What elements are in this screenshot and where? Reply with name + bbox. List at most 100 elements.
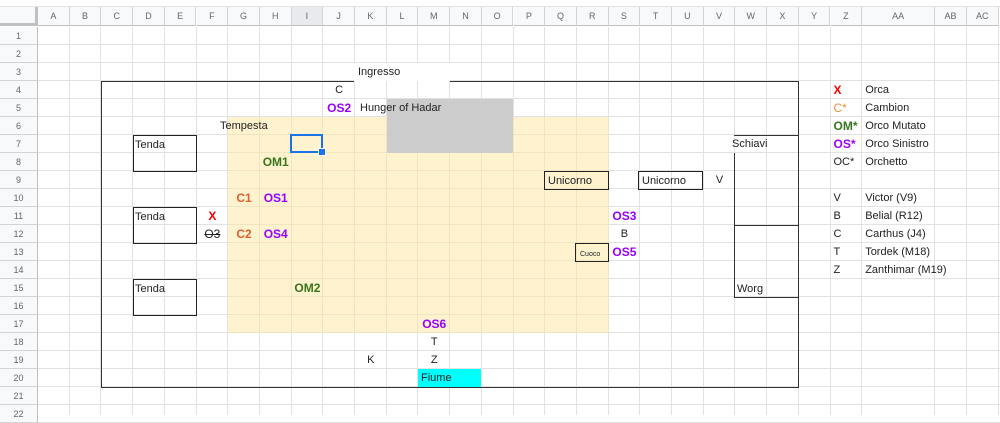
- legend-symbol: V: [833, 192, 841, 204]
- room-wall-bottom: [101, 387, 799, 388]
- legend-symbol: B: [833, 210, 841, 222]
- gridline: [997, 27, 999, 415]
- gridline: [766, 27, 768, 415]
- row-header-16[interactable]: 16: [0, 297, 38, 315]
- column-header-c[interactable]: C: [101, 7, 134, 26]
- token-os6: OS6: [422, 317, 447, 331]
- row-header-17[interactable]: 17: [0, 315, 38, 333]
- select-all-corner[interactable]: [0, 7, 38, 26]
- row-header-22[interactable]: 22: [0, 405, 38, 423]
- row-header-2[interactable]: 2: [0, 45, 38, 63]
- column-header-z[interactable]: Z: [830, 7, 863, 26]
- cook-box: Cuoco: [575, 243, 609, 262]
- row-header-4[interactable]: 4: [0, 81, 38, 99]
- column-header-h[interactable]: H: [259, 7, 292, 26]
- row-header-9[interactable]: 9: [0, 171, 38, 189]
- column-header-y[interactable]: Y: [798, 7, 831, 26]
- column-header-r[interactable]: R: [576, 7, 609, 26]
- row-header-21[interactable]: 21: [0, 387, 38, 405]
- token-os3: OS3: [612, 209, 637, 223]
- fill-handle[interactable]: [318, 148, 326, 156]
- token-k: K: [367, 354, 375, 366]
- token-x: X: [208, 209, 217, 223]
- token-om2: OM2: [294, 281, 321, 295]
- row-header-20[interactable]: 20: [0, 369, 38, 387]
- gridline: [163, 27, 165, 415]
- row-header-7[interactable]: 7: [0, 135, 38, 153]
- gridline: [38, 116, 1000, 117]
- column-header-ac[interactable]: AC: [966, 7, 999, 26]
- column-header-k[interactable]: K: [355, 7, 387, 26]
- legend-name: Zanthimar (M19): [865, 264, 947, 276]
- row-header-1[interactable]: 1: [0, 27, 38, 45]
- column-header-g[interactable]: G: [228, 7, 260, 26]
- row-header-11[interactable]: 11: [0, 207, 38, 225]
- token-o3: O3: [204, 227, 221, 241]
- token-os2: OS2: [327, 101, 352, 115]
- column-header-q[interactable]: Q: [545, 7, 577, 26]
- column-header-w[interactable]: W: [735, 7, 768, 26]
- column-header-s[interactable]: S: [608, 7, 641, 26]
- gridline: [227, 27, 229, 415]
- gridline: [38, 404, 1000, 405]
- column-header-b[interactable]: B: [69, 7, 102, 26]
- worg-label: Worg: [737, 283, 764, 295]
- column-header-u[interactable]: U: [672, 7, 704, 26]
- column-header-p[interactable]: P: [513, 7, 546, 26]
- room-wall-top-right: [450, 81, 798, 82]
- column-header-x[interactable]: X: [767, 7, 799, 26]
- row-header-5[interactable]: 5: [0, 99, 38, 117]
- token-c2: C2: [236, 227, 252, 241]
- row-header-3[interactable]: 3: [0, 63, 38, 81]
- row-header-10[interactable]: 10: [0, 189, 38, 207]
- gridline: [68, 27, 70, 415]
- tent-2: Tenda: [133, 207, 197, 244]
- column-header-e[interactable]: E: [164, 7, 197, 26]
- column-header-i[interactable]: I: [291, 7, 324, 26]
- column-header-f[interactable]: F: [196, 7, 229, 26]
- tent-3: Tenda: [133, 279, 197, 316]
- row-header-15[interactable]: 15: [0, 279, 38, 297]
- column-header-o[interactable]: O: [481, 7, 514, 26]
- column-header-a[interactable]: A: [38, 7, 70, 26]
- legend-name: Cambion: [865, 102, 910, 114]
- column-header-n[interactable]: N: [450, 7, 482, 26]
- unicorn-label: Unicorno: [642, 175, 687, 187]
- cook-label: Cuoco: [580, 251, 601, 258]
- legend-name: Orco Sinistro: [865, 138, 929, 150]
- gridline: [829, 27, 831, 415]
- token-c1: C1: [236, 191, 252, 205]
- row-header-13[interactable]: 13: [0, 243, 38, 261]
- gridline: [38, 98, 1000, 99]
- column-header-m[interactable]: M: [418, 7, 451, 26]
- gridline: [38, 386, 1000, 387]
- column-header-v[interactable]: V: [703, 7, 736, 26]
- token-os4: OS4: [263, 227, 288, 241]
- gridline: [38, 368, 1000, 369]
- tent-label: Tenda: [135, 211, 165, 223]
- token-om1: OM1: [262, 155, 289, 169]
- row-header-18[interactable]: 18: [0, 333, 38, 351]
- legend-name: Carthus (J4): [865, 228, 926, 240]
- token-v: V: [715, 174, 724, 186]
- column-header-d[interactable]: D: [133, 7, 165, 26]
- row-header-6[interactable]: 6: [0, 117, 38, 135]
- row-header-12[interactable]: 12: [0, 225, 38, 243]
- row-header-19[interactable]: 19: [0, 351, 38, 369]
- room-wall-left: [101, 81, 102, 387]
- selected-cell[interactable]: [290, 134, 323, 153]
- row-header-8[interactable]: 8: [0, 153, 38, 171]
- column-header-aa[interactable]: AA: [862, 7, 936, 26]
- gridline: [38, 44, 1000, 45]
- column-header-t[interactable]: T: [640, 7, 672, 26]
- entrance-label: Ingresso: [354, 63, 450, 81]
- unicorn-1: Unicorno: [544, 171, 609, 190]
- row-header-14[interactable]: 14: [0, 261, 38, 279]
- column-header-j[interactable]: J: [323, 7, 355, 26]
- column-header-l[interactable]: L: [386, 7, 419, 26]
- legend-symbol: OS*: [833, 137, 856, 151]
- unicorn-2: Unicorno: [638, 171, 703, 190]
- slaves-label: Schiavi: [732, 138, 768, 150]
- column-header-ab[interactable]: AB: [935, 7, 967, 26]
